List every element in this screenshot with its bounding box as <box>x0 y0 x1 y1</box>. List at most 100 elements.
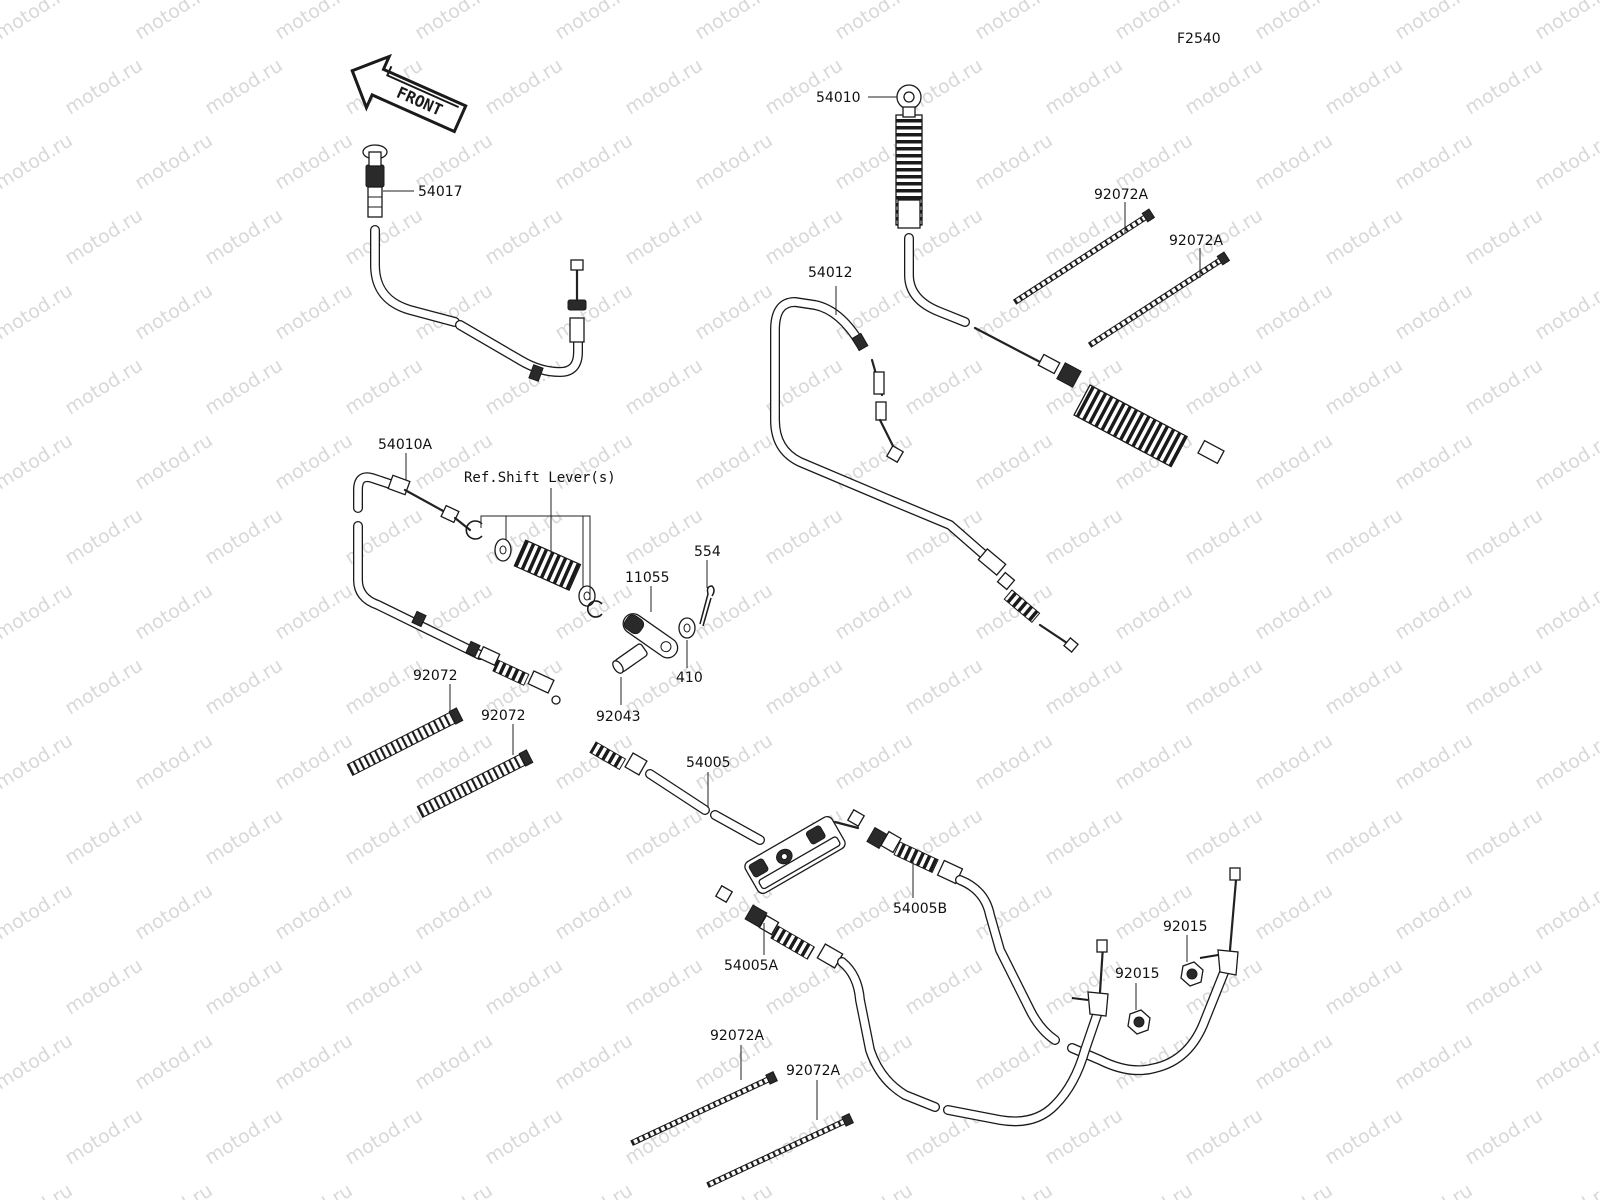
watermark-text: motod.ru <box>1321 1104 1407 1169</box>
watermark-text: motod.ru <box>971 279 1057 344</box>
nut-92015-lower <box>1127 1009 1151 1035</box>
callout-54005A: 54005A <box>724 958 779 974</box>
watermark-text: motod.ru <box>341 654 427 719</box>
watermark-text: motod.ru <box>201 1104 287 1169</box>
watermark-text: motod.ru <box>1531 1179 1600 1200</box>
watermark-text: motod.ru <box>271 1179 357 1200</box>
watermark-text: motod.ru <box>691 1179 777 1200</box>
watermark-text: motod.ru <box>61 654 147 719</box>
watermark-text: motod.ru <box>621 204 707 269</box>
watermark-text: motod.ru <box>0 729 77 794</box>
watermark-text: motod.ru <box>1391 279 1477 344</box>
watermark-text: motod.ru <box>1251 729 1337 794</box>
watermark-text: motod.ru <box>1461 654 1547 719</box>
watermark-text: motod.ru <box>1391 579 1477 644</box>
watermark-text: motod.ru <box>411 0 497 44</box>
watermark-text: motod.ru <box>0 1179 77 1200</box>
watermark-text: motod.ru <box>61 954 147 1019</box>
watermark-text: motod.ru <box>1531 579 1600 644</box>
watermark-text: motod.ru <box>691 279 777 344</box>
watermark-text: motod.ru <box>1531 729 1600 794</box>
watermark-text: motod.ru <box>1251 129 1337 194</box>
shift-lever-parts <box>465 520 603 618</box>
watermark-text: motod.ru <box>1531 1029 1600 1094</box>
callout-11055: 11055 <box>625 570 670 586</box>
watermark-text: motod.ru <box>1251 879 1337 944</box>
watermark-text: motod.ru <box>201 354 287 419</box>
callout-labels: F2540 54017 54010 54012 92072A 92072A 54… <box>378 31 1224 1079</box>
watermark-text: motod.ru <box>831 1179 917 1200</box>
watermark-text: motod.ru <box>1181 1104 1267 1169</box>
cable-tie-92072A-bottom-2 <box>706 1113 854 1188</box>
watermark-text: motod.ru <box>1251 279 1337 344</box>
cable-tie-92072A-top-1 <box>1012 208 1156 305</box>
watermark-text: motod.ru <box>411 1029 497 1094</box>
cable-tie-92072A-bottom-1 <box>630 1071 778 1146</box>
watermark-text: motod.ru <box>341 1104 427 1169</box>
watermark-text: motod.ru <box>1461 504 1547 569</box>
watermark-text: motod.ru <box>1111 579 1197 644</box>
watermark-text: motod.ru <box>271 129 357 194</box>
watermark-text: motod.ru <box>971 729 1057 794</box>
watermark-text: motod.ru <box>691 429 777 494</box>
cable-54010A <box>353 472 561 705</box>
watermark-text: motod.ru <box>61 54 147 119</box>
watermark-text: motod.ru <box>1041 954 1127 1019</box>
callout-92015-upper: 92015 <box>1163 919 1208 935</box>
watermark-text: motod.ru <box>901 354 987 419</box>
watermark-text: motod.ru <box>1321 204 1407 269</box>
watermark-text: motod.ru <box>1041 54 1127 119</box>
watermark-text: motod.ru <box>831 729 917 794</box>
watermark-text: motod.ru <box>1111 1179 1197 1200</box>
cable-54010 <box>895 84 1225 468</box>
watermark-text: motod.ru <box>971 429 1057 494</box>
watermark-text: motod.ru <box>341 804 427 869</box>
cable-54017 <box>362 144 587 382</box>
callout-92072A-top-2: 92072A <box>1169 233 1224 249</box>
watermark-text: motod.ru <box>1111 279 1197 344</box>
callout-554: 554 <box>694 544 721 560</box>
watermark-text: motod.ru <box>131 579 217 644</box>
reference-note: Ref.Shift Lever(s) <box>464 470 616 486</box>
watermark-text: motod.ru <box>271 279 357 344</box>
watermark-text: motod.ru <box>271 1029 357 1094</box>
watermark-text: motod.ru <box>201 654 287 719</box>
watermark-text: motod.ru <box>1251 1179 1337 1200</box>
callout-92072-2: 92072 <box>481 708 526 724</box>
watermark-text: motod.ru <box>341 954 427 1019</box>
watermark-text: motod.ru <box>1111 729 1197 794</box>
watermark-text: motod.ru <box>761 654 847 719</box>
watermark-text: motod.ru <box>971 0 1057 44</box>
watermark-text: motod.ru <box>1251 1029 1337 1094</box>
watermark-text: motod.ru <box>621 954 707 1019</box>
watermark-text: motod.ru <box>1041 504 1127 569</box>
watermark-text: motod.ru <box>201 954 287 1019</box>
watermark-text: motod.ru <box>621 354 707 419</box>
watermark-text: motod.ru <box>761 504 847 569</box>
part-11055-link <box>622 613 679 659</box>
callout-92072A-bottom-2: 92072A <box>786 1063 841 1079</box>
watermark-text: motod.ru <box>971 579 1057 644</box>
watermark-text: motod.ru <box>1461 204 1547 269</box>
callout-92043: 92043 <box>596 709 641 725</box>
watermark-text: motod.ru <box>0 429 77 494</box>
watermark-text: motod.ru <box>131 1179 217 1200</box>
watermark-text: motod.ru <box>0 579 77 644</box>
watermark-text: motod.ru <box>1391 0 1477 44</box>
watermark-text: motod.ru <box>131 1029 217 1094</box>
watermark-text: motod.ru <box>1391 879 1477 944</box>
cable-54012 <box>770 297 1079 653</box>
callout-92072A-top-1: 92072A <box>1094 187 1149 203</box>
watermark-text: motod.ru <box>1531 429 1600 494</box>
cable-54005 <box>589 741 765 845</box>
watermark-text: motod.ru <box>0 279 77 344</box>
watermark-text: motod.ru <box>201 804 287 869</box>
callout-92072A-bottom-1: 92072A <box>710 1028 765 1044</box>
figure-code: F2540 <box>1177 31 1221 47</box>
watermark-text: motod.ru <box>1251 0 1337 44</box>
watermark-text: motod.ru <box>61 354 147 419</box>
watermark-text: motod.ru <box>131 0 217 44</box>
watermark-text: motod.ru <box>61 504 147 569</box>
watermark-text: motod.ru <box>621 54 707 119</box>
